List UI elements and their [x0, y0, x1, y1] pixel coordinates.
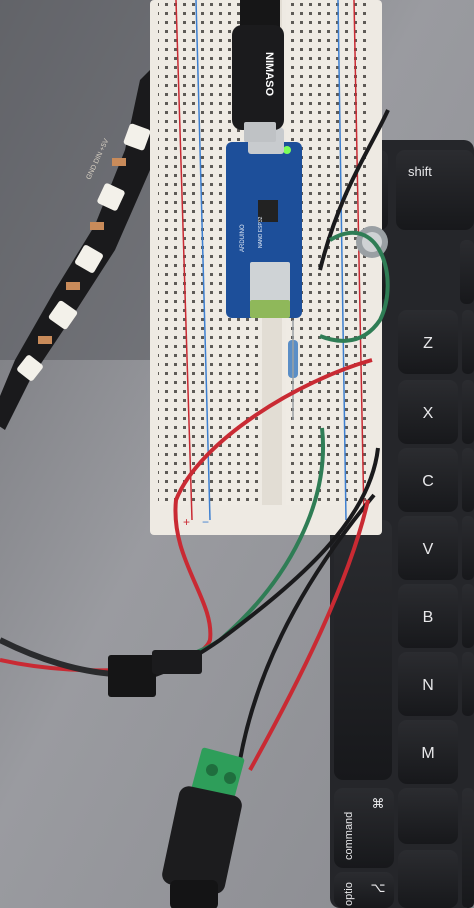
usb-cable: NIMASO — [232, 0, 284, 142]
key-edge-3 — [460, 240, 474, 304]
led-pad-1 — [112, 158, 126, 166]
key-c-label: C — [422, 473, 434, 490]
led-pad-3 — [66, 282, 80, 290]
usb-plug — [232, 25, 284, 130]
key-z-label: Z — [423, 335, 433, 352]
rail-line-blue-right — [337, 0, 347, 521]
key-shift-label: shift — [408, 164, 432, 179]
key-right-1 — [462, 310, 474, 374]
jst-connector-plug — [152, 650, 202, 674]
key-x-label: X — [423, 405, 434, 422]
key-right-3 — [462, 448, 474, 512]
key-v-label: V — [423, 541, 434, 558]
wire-led-cable-left — [0, 637, 116, 677]
board-power-led — [283, 146, 291, 154]
board-antenna — [250, 300, 290, 318]
terminal-screw-2 — [224, 772, 236, 784]
led-1 — [123, 123, 151, 151]
key-right-5 — [462, 584, 474, 648]
key-option[interactable]: ⌥ optio — [334, 872, 394, 908]
rail-plus-label: + — [183, 515, 190, 529]
board-model: NANO ESP32 — [258, 216, 264, 248]
usb-plug-tip — [244, 122, 276, 142]
wires — [0, 109, 390, 771]
key-right-7 — [462, 788, 474, 908]
key-n-label: N — [422, 677, 434, 694]
key-z[interactable]: Z — [398, 310, 458, 374]
key-option-label: optio — [343, 882, 355, 906]
key-right-4 — [462, 516, 474, 580]
key-command-label: command — [343, 812, 355, 860]
wire-green-capacitor — [319, 230, 390, 343]
rail-line-blue-left — [195, 0, 211, 521]
key-n[interactable]: N — [398, 652, 458, 716]
key-command[interactable]: ⌘ command — [334, 788, 394, 868]
board-silkscreen: ARDUINO — [240, 224, 246, 252]
barrel-jack-cable — [170, 880, 218, 908]
space-bar — [334, 520, 392, 780]
key-v[interactable]: V — [398, 516, 458, 580]
led-pad-2 — [90, 222, 104, 230]
wire-black-power — [238, 493, 376, 761]
board-module — [250, 262, 290, 312]
terminal-block — [191, 747, 245, 801]
arduino-board: ARDUINO NANO ESP32 — [226, 128, 302, 318]
jst-connector-body — [108, 655, 156, 697]
rail-line-red-left — [175, 0, 193, 521]
key-b[interactable]: B — [398, 584, 458, 648]
key-m-label: M — [421, 745, 434, 762]
jst-connector — [108, 650, 202, 697]
wire-black-capacitor — [318, 109, 390, 271]
key-x[interactable]: X — [398, 380, 458, 444]
led-5 — [17, 355, 43, 381]
key-arrow-1 — [398, 788, 458, 844]
key-shift[interactable]: shift — [396, 150, 474, 230]
usb-plug-brand: NIMASO — [263, 52, 275, 96]
dc-barrel-adapter — [162, 747, 245, 908]
key-b-label: B — [423, 609, 434, 626]
rail-line-red-right — [353, 0, 365, 521]
rail-minus-label: − — [202, 515, 209, 529]
led-strip: GND DIN +5V — [0, 70, 165, 430]
wire-red-power — [248, 499, 370, 771]
barrel-jack-body — [162, 786, 242, 894]
key-right-6 — [462, 652, 474, 716]
key-m[interactable]: M — [398, 720, 458, 784]
key-command-symbol: ⌘ — [372, 796, 385, 811]
led-pad-4 — [38, 336, 52, 344]
led-3 — [75, 245, 103, 273]
led-2 — [97, 183, 125, 211]
board-chip — [258, 200, 278, 222]
key-right-2 — [462, 380, 474, 444]
key-option-symbol: ⌥ — [371, 880, 386, 895]
led-4 — [48, 300, 78, 330]
key-arrow-2 — [398, 850, 458, 908]
key-c[interactable]: C — [398, 448, 458, 512]
resistor — [288, 320, 298, 420]
terminal-screw-1 — [206, 764, 218, 776]
